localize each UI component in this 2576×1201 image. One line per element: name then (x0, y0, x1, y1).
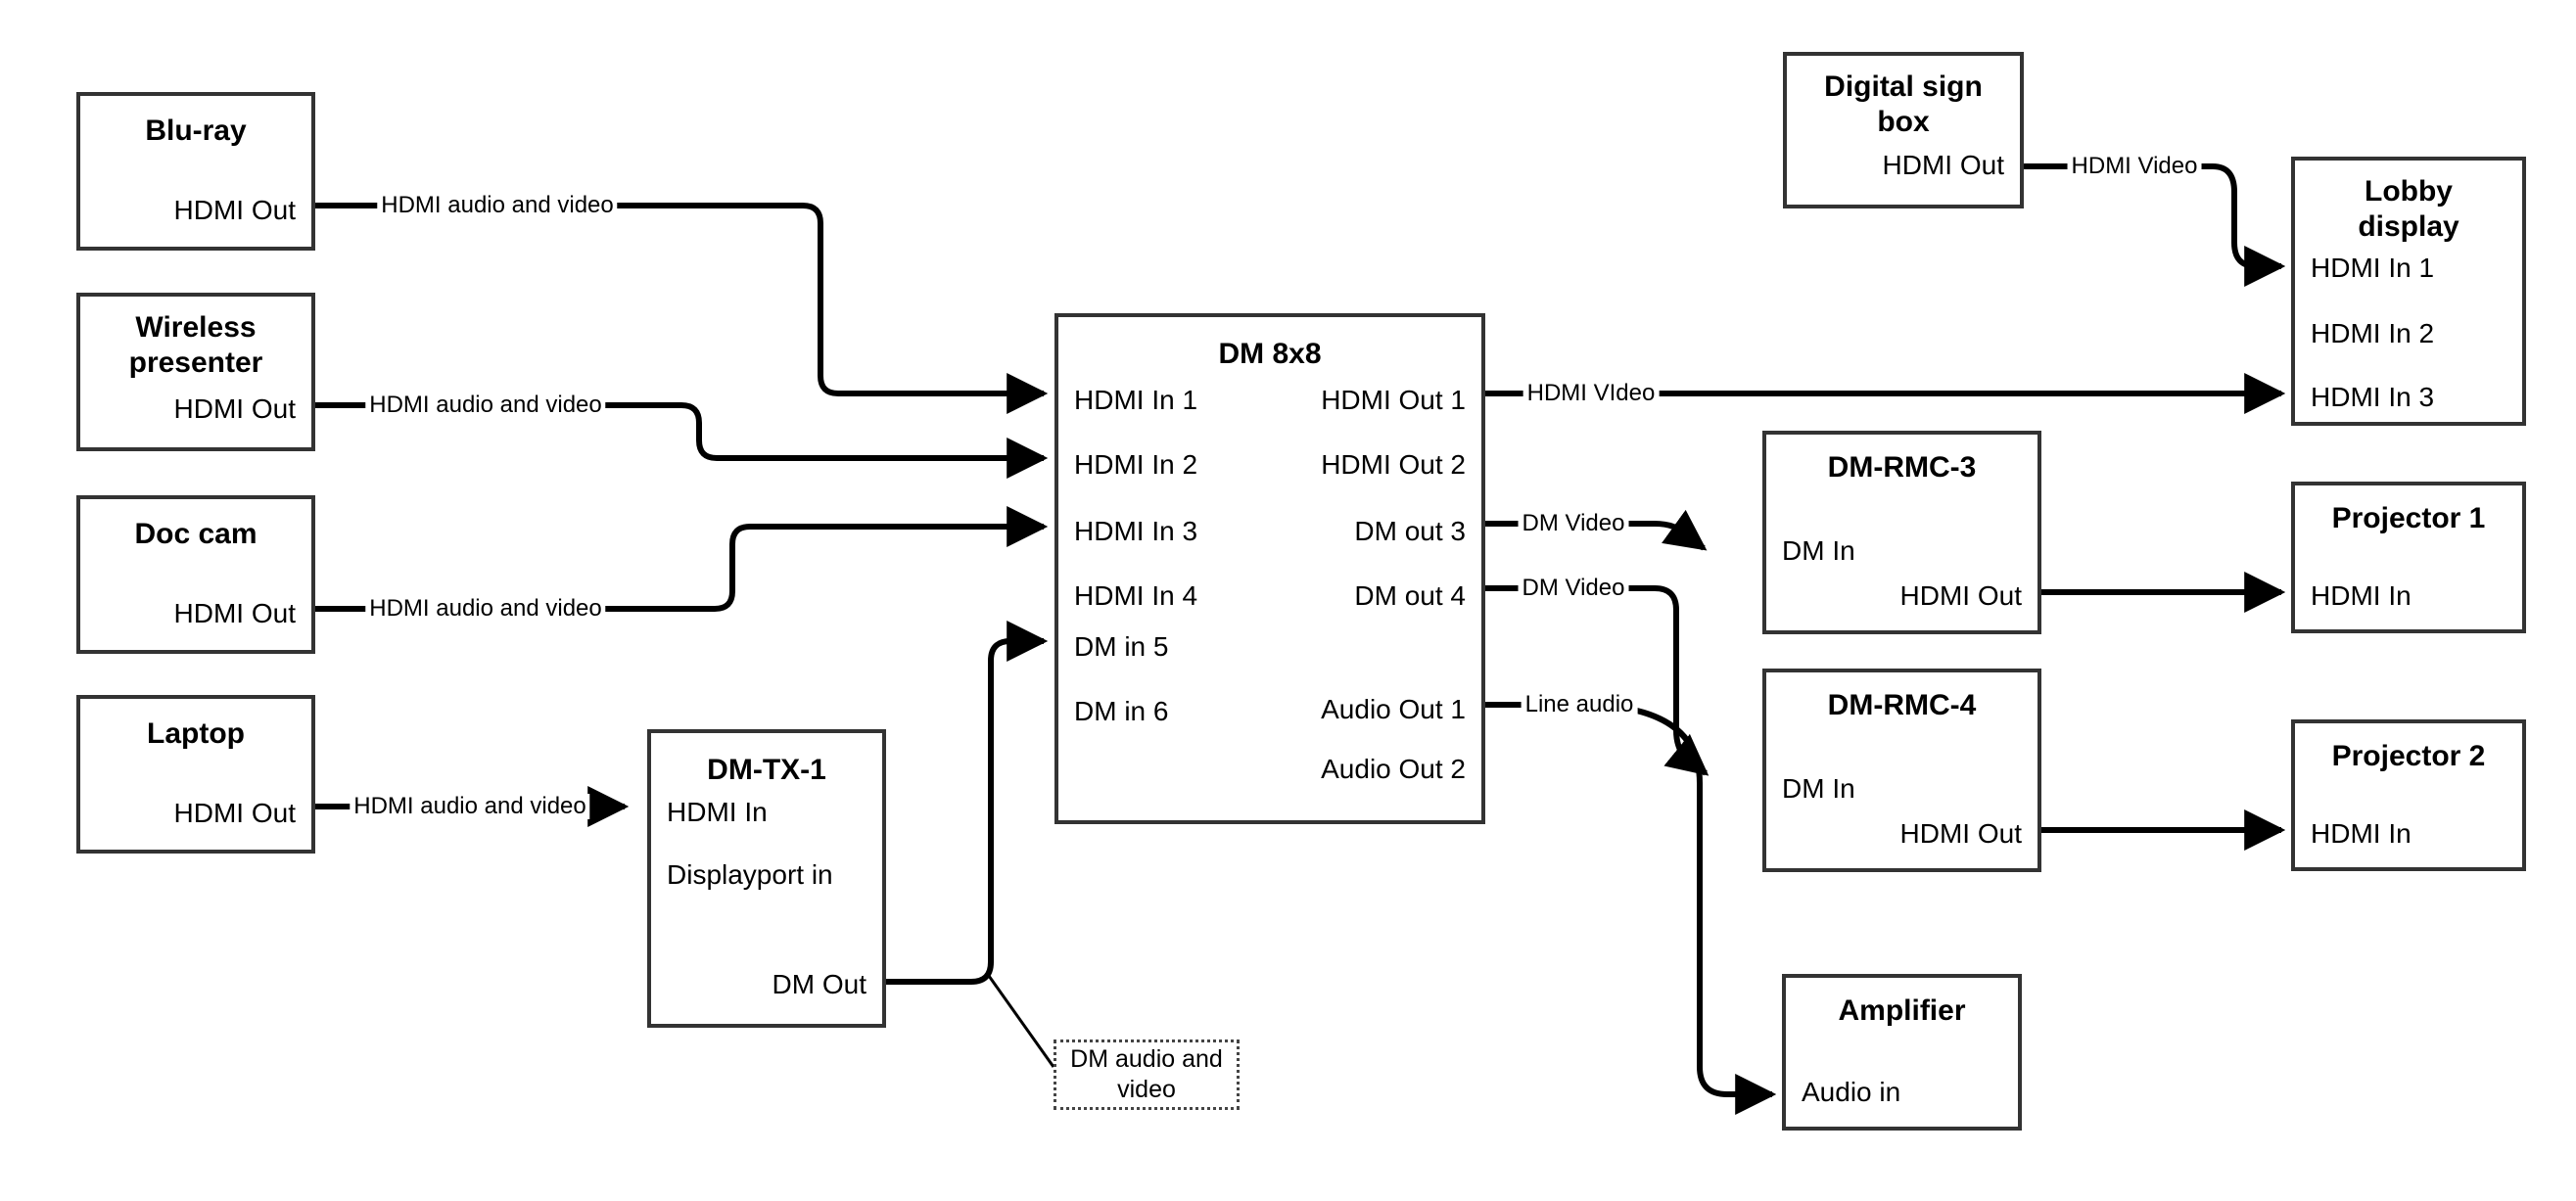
node-dm-8x8-port-dm-in-5[interactable]: DM in 5 (1074, 631, 1169, 662)
node-bluray-port-hdmi-out[interactable]: HDMI Out (173, 195, 296, 225)
node-projector-1-port-hdmi-in[interactable]: HDMI In (2311, 580, 2412, 611)
node-dm-rmc-4-port-dm-in[interactable]: DM In (1782, 773, 1855, 804)
node-projector-2-title: Projector 2 (2331, 740, 2486, 772)
node-dm-8x8-port-dm-in-6[interactable]: DM in 6 (1074, 696, 1169, 726)
node-laptop[interactable]: Laptop HDMI Out (76, 695, 315, 854)
node-dm-rmc-3[interactable]: DM-RMC-3 DM In HDMI Out (1762, 431, 2041, 634)
wire-label-wireless-hdmi: HDMI audio and video (365, 393, 606, 418)
node-projector-2[interactable]: Projector 2 HDMI In (2291, 719, 2526, 871)
node-dm-8x8-port-hdmi-in-2[interactable]: HDMI In 2 (1074, 449, 1198, 480)
node-dm-tx-1-port-hdmi-in[interactable]: HDMI In (667, 797, 768, 827)
node-dm-tx-1-port-displayport-in[interactable]: Displayport in (667, 859, 833, 890)
node-digital-sign-box-title: Digital sign box (1824, 70, 1983, 138)
wire-label-dm-video-3: DM Video (1518, 511, 1629, 536)
node-lobby-display-port-hdmi-in-3[interactable]: HDMI In 3 (2311, 382, 2435, 412)
wire-dmtx1-to-dm8x8 (886, 621, 1049, 985)
node-dm-rmc-3-title: DM-RMC-3 (1827, 451, 1977, 484)
node-dm-tx-1-port-dm-out[interactable]: DM Out (772, 969, 866, 999)
node-dm-8x8-port-dm-out-3[interactable]: DM out 3 (1354, 516, 1466, 546)
node-doc-cam[interactable]: Doc cam HDMI Out (76, 495, 315, 654)
wire-label-digitalsign-hdmi-video: HDMI Video (2067, 154, 2202, 179)
node-lobby-display-port-hdmi-in-2[interactable]: HDMI In 2 (2311, 318, 2435, 348)
node-lobby-display-title: Lobby display (2358, 175, 2459, 243)
wire-label-dm-video-4: DM Video (1518, 576, 1629, 601)
wire-label-doccam-hdmi: HDMI audio and video (365, 596, 606, 622)
node-bluray[interactable]: Blu-ray HDMI Out (76, 92, 315, 251)
node-amplifier-port-audio-in[interactable]: Audio in (1802, 1077, 1901, 1107)
node-dm-rmc-3-port-hdmi-out[interactable]: HDMI Out (1899, 580, 2022, 611)
wire-dm8x8-to-amplifier (1483, 702, 1777, 1115)
node-dm-8x8-port-dm-out-4[interactable]: DM out 4 (1354, 580, 1466, 611)
node-dm-8x8-port-hdmi-in-1[interactable]: HDMI In 1 (1074, 385, 1198, 415)
node-projector-2-port-hdmi-in[interactable]: HDMI In (2311, 818, 2412, 849)
node-digital-sign-box-port-hdmi-out[interactable]: HDMI Out (1882, 150, 2004, 180)
node-dm-rmc-4[interactable]: DM-RMC-4 DM In HDMI Out (1762, 669, 2041, 872)
node-bluray-title: Blu-ray (145, 115, 247, 147)
node-projector-1[interactable]: Projector 1 HDMI In (2291, 482, 2526, 633)
wire-label-dm8x8-hdmi-video: HDMI VIdeo (1522, 381, 1660, 406)
node-dm-8x8-port-audio-out-1[interactable]: Audio Out 1 (1321, 694, 1466, 724)
node-dm-8x8-port-audio-out-2[interactable]: Audio Out 2 (1321, 754, 1466, 784)
wire-label-laptop-hdmi: HDMI audio and video (350, 794, 590, 819)
node-dm-8x8[interactable]: DM 8x8 HDMI In 1 HDMI In 2 HDMI In 3 HDM… (1054, 313, 1485, 824)
callout-leader-line (987, 975, 1055, 1068)
node-dm-8x8-port-hdmi-out-1[interactable]: HDMI Out 1 (1321, 385, 1466, 415)
wire-digitalsign-to-lobby (2024, 163, 2286, 287)
node-digital-sign-box[interactable]: Digital sign box HDMI Out (1783, 52, 2024, 208)
node-dm-8x8-port-hdmi-out-2[interactable]: HDMI Out 2 (1321, 449, 1466, 480)
node-dm-rmc-4-title: DM-RMC-4 (1827, 689, 1977, 721)
node-wireless-presenter-port-hdmi-out[interactable]: HDMI Out (173, 393, 296, 424)
node-lobby-display[interactable]: Lobby display HDMI In 1 HDMI In 2 HDMI I… (2291, 157, 2526, 426)
node-lobby-display-port-hdmi-in-1[interactable]: HDMI In 1 (2311, 253, 2435, 283)
node-dm-8x8-title: DM 8x8 (1218, 338, 1322, 370)
wire-label-bluray-hdmi: HDMI audio and video (377, 193, 618, 218)
wire-bluray-to-dm8x8 (315, 203, 1049, 414)
node-dm-tx-1[interactable]: DM-TX-1 HDMI In Displayport in DM Out (647, 729, 886, 1028)
node-amplifier-title: Amplifier (1838, 994, 1966, 1027)
node-dm-rmc-3-port-dm-in[interactable]: DM In (1782, 535, 1855, 566)
wire-dm8x8-to-rmc4 (1483, 585, 1710, 776)
node-dm-tx-1-title: DM-TX-1 (707, 754, 826, 786)
node-doc-cam-port-hdmi-out[interactable]: HDMI Out (173, 598, 296, 628)
callout-dm-audio-and-video: DM audio and video (1054, 1039, 1240, 1110)
node-laptop-port-hdmi-out[interactable]: HDMI Out (173, 798, 296, 828)
node-doc-cam-title: Doc cam (134, 518, 258, 550)
node-wireless-presenter[interactable]: Wireless presenter HDMI Out (76, 293, 315, 451)
wire-label-line-audio: Line audio (1521, 692, 1638, 717)
node-projector-1-title: Projector 1 (2331, 502, 2486, 534)
node-laptop-title: Laptop (147, 717, 245, 750)
node-amplifier[interactable]: Amplifier Audio in (1782, 974, 2022, 1131)
node-wireless-presenter-title: Wireless presenter (128, 311, 263, 379)
node-dm-8x8-port-hdmi-in-4[interactable]: HDMI In 4 (1074, 580, 1198, 611)
node-dm-8x8-port-hdmi-in-3[interactable]: HDMI In 3 (1074, 516, 1198, 546)
node-dm-rmc-4-port-hdmi-out[interactable]: HDMI Out (1899, 818, 2022, 849)
